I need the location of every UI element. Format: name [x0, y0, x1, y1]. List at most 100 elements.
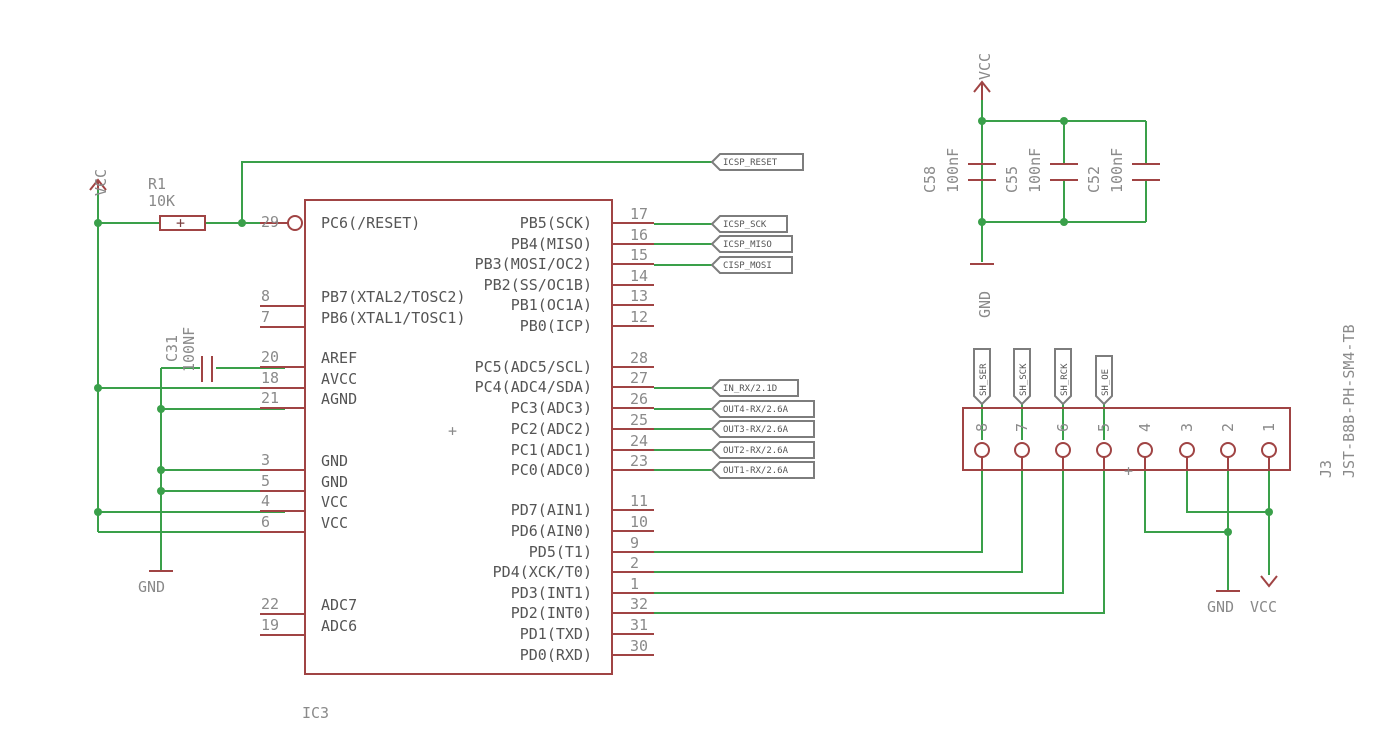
- c52-name: C52: [1085, 166, 1103, 193]
- ic3-pin-number: 28: [630, 349, 648, 367]
- j3-pin-number: 2: [1219, 423, 1237, 432]
- ic3-pin-number: 3: [261, 451, 270, 469]
- svg-text:VCC: VCC: [1250, 598, 1277, 616]
- ic3-pin-label: PD6(AIN0): [511, 522, 592, 540]
- j3-pin: 6: [1054, 423, 1072, 470]
- svg-text:GND: GND: [1207, 598, 1234, 616]
- svg-text:OUT4-RX/2.6A: OUT4-RX/2.6A: [723, 405, 789, 415]
- ic3-pin-number: 17: [630, 205, 648, 223]
- r1-value: 10K: [148, 192, 175, 210]
- j3-pin: 5: [1095, 423, 1113, 470]
- ic3-pin-label: AREF: [321, 349, 357, 367]
- svg-text:VCC: VCC: [92, 169, 110, 196]
- ic3-pin-number: 5: [261, 472, 270, 490]
- vcc-symbol-top: VCC: [973, 53, 994, 100]
- c58-name: C58: [921, 166, 939, 193]
- svg-text:SH_OE: SH_OE: [1101, 369, 1111, 396]
- wires: [94, 100, 1273, 614]
- ic3-pin-label: VCC: [321, 514, 348, 532]
- j3-pin-number: 6: [1054, 423, 1072, 432]
- svg-text:ICSP_SCK: ICSP_SCK: [723, 220, 767, 230]
- ic3-pin-label: PD5(T1): [529, 543, 592, 561]
- j3-pin: 4: [1136, 423, 1154, 470]
- ic3-pin-number: 8: [261, 287, 270, 305]
- ic3-pin-number: 14: [630, 267, 648, 285]
- ic3-pin-label: GND: [321, 473, 348, 491]
- r1-origin-mark: +: [176, 214, 185, 232]
- c55-value: 100nF: [1026, 148, 1044, 193]
- ic3-pin-label: GND: [321, 452, 348, 470]
- ic3-left-pin: 5 GND: [260, 472, 348, 492]
- label-icsp-sck: ICSP_SCK: [710, 215, 788, 233]
- j3-pin-number: 7: [1013, 423, 1031, 432]
- j3-pin: 8: [973, 423, 991, 470]
- ic3-pin-label: PC0(ADC0): [511, 461, 592, 479]
- ic3-pin-number: 15: [630, 246, 648, 264]
- c31-value: 100NF: [180, 327, 198, 372]
- j3-pin: 1: [1260, 423, 1278, 470]
- c31-capacitor: C31 100NF: [163, 327, 213, 382]
- ic3-pin-number: 4: [261, 492, 270, 510]
- svg-text:GND: GND: [138, 578, 165, 596]
- ic3-pin-number: 13: [630, 287, 648, 305]
- label-in-rx: IN_RX/2.1D: [710, 379, 799, 397]
- c58-capacitor: C58 100nF: [921, 148, 996, 193]
- ic3-pin-number: 29: [261, 213, 279, 231]
- j3-name: J3: [1317, 460, 1335, 478]
- ic3-pin-label: VCC: [321, 493, 348, 511]
- j3-origin-mark: +: [1124, 462, 1133, 480]
- ic3-pin-label: PD7(AIN1): [511, 501, 592, 519]
- net-labels-horizontal: ICSP_RESET ICSP_SCK ICSP_MISO CISP_MOSI …: [710, 153, 815, 479]
- svg-text:GND: GND: [976, 291, 994, 318]
- ic3-pin-number: 1: [630, 575, 639, 593]
- j3-body: [962, 407, 1291, 471]
- ic3-pin-label: PB7(XTAL2/TOSC2): [321, 288, 466, 306]
- ic3-pin-label: PB1(OC1A): [511, 296, 592, 314]
- ic3-pin-label: PB2(SS/OC1B): [484, 276, 592, 294]
- j3-pin-number: 4: [1136, 423, 1154, 432]
- ic3-pin-label: PC5(ADC5/SCL): [475, 358, 592, 376]
- ic3-left-pin: 3 GND: [260, 451, 348, 471]
- ic3-pin-number: 12: [630, 308, 648, 326]
- ic3-pin-number: 31: [630, 616, 648, 634]
- ic3-pin-label: ADC6: [321, 617, 357, 635]
- gnd-symbol-left: GND: [138, 570, 173, 596]
- gnd-symbol-j3: GND: [1207, 590, 1240, 616]
- j3-value: JST-B8B-PH-SM4-TB: [1340, 324, 1358, 478]
- ic3-pin-label: PC6(/RESET): [321, 214, 420, 232]
- c52-capacitor: C52 100nF: [1085, 148, 1160, 193]
- ic3-pin-label: AVCC: [321, 370, 357, 388]
- ic3-pin-label: PB0(ICP): [520, 317, 592, 335]
- ic3-pin-number: 24: [630, 432, 648, 450]
- reset-inversion-bubble: [287, 215, 303, 231]
- ic3-left-pin: 29 PC6(/RESET): [260, 213, 420, 232]
- ic3-pin-number: 9: [630, 534, 639, 552]
- ic3-pin-label: PD4(XCK/T0): [493, 563, 592, 581]
- label-icsp-miso: ICSP_MISO: [710, 235, 793, 253]
- r1-resistor: + R1 10K: [148, 175, 206, 232]
- ic3-pin-number: 27: [630, 369, 648, 387]
- svg-text:ICSP_RESET: ICSP_RESET: [723, 158, 778, 168]
- label-out3: OUT3-RX/2.6A: [710, 420, 815, 438]
- svg-text:CISP_MOSI: CISP_MOSI: [723, 261, 772, 271]
- ic3-pin-number: 21: [261, 389, 279, 407]
